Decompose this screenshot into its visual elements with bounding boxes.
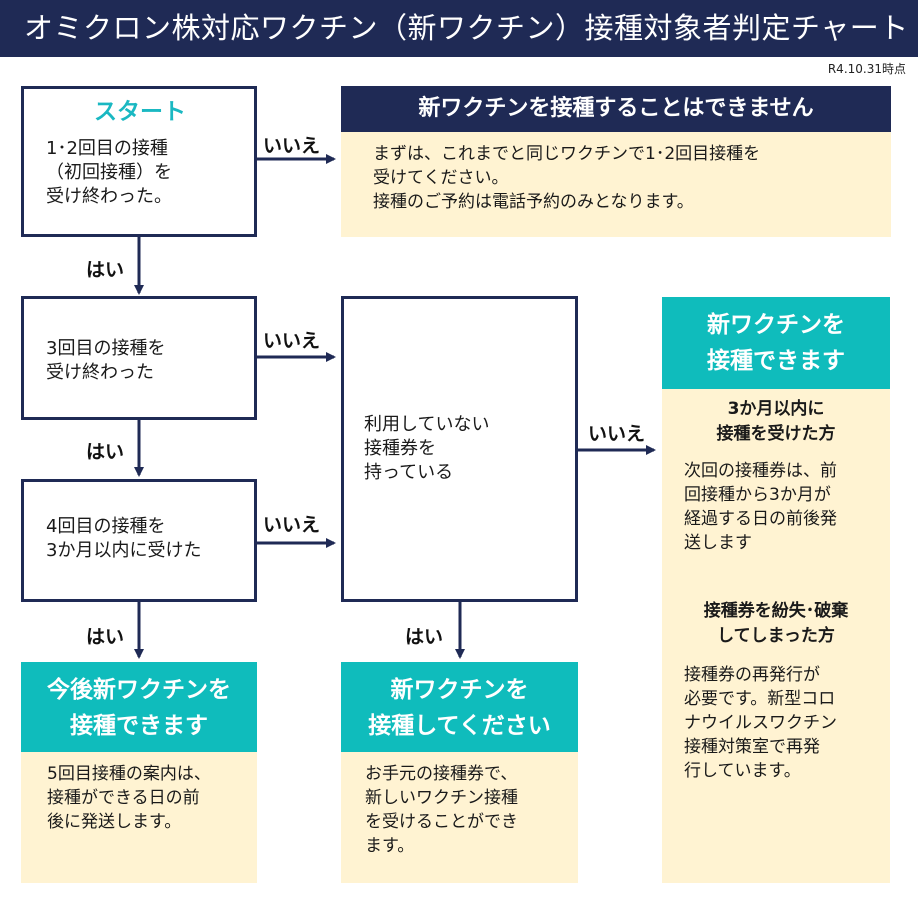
start-label: スタート [94,99,186,125]
q4-box: 4回目の接種を 3か月以内に受けた [21,479,257,602]
right-sub-heading-1: 3か月以内に 接種を受けた方 [716,399,836,444]
right-result-panel: 3か月以内に 接種を受けた方 次回の接種券は、前 回接種から3か月が 経過する日… [662,389,890,883]
right-result-heading: 新ワクチンを 接種できます [662,297,890,389]
future-result-heading: 今後新ワクチンを 接種できます [21,662,257,752]
no-vaccine-heading: 新ワクチンを接種することはできません [341,86,891,132]
now-result-body: お手元の接種券で、 新しいワクチン接種 を受けることができ ます。 [341,752,578,883]
no-label-ticket: いいえ [588,423,646,445]
future-result-body: 5回目接種の案内は、 接種ができる日の前 後に発送します。 [21,752,257,883]
start-question: 1･2回目の接種 （初回接種）を 受け終わった。 [46,138,172,207]
right-body-1: 次回の接種券は、前 回接種から3か月が 経過する日の前後発 送します [684,461,837,553]
page-title: オミクロン株対応ワクチン（新ワクチン）接種対象者判定チャート [0,0,918,57]
yes-label-ticket: はい [405,626,444,648]
right-body-2: 接種券の再発行が 必要です。新型コロ ナウイルスワクチン 接種対策室で再発 行し… [684,665,837,781]
no-vaccine-body: まずは、これまでと同じワクチンで1･2回目接種を 受けてください。 接種のご予約… [341,132,891,237]
yes-label-q3: はい [86,441,125,463]
start-box: スタート 1･2回目の接種 （初回接種）を 受け終わった。 [21,86,257,237]
yes-label-q4: はい [86,626,125,648]
right-sub-heading-2: 接種券を紛失･破棄 してしまった方 [703,601,849,646]
now-result-heading: 新ワクチンを 接種してください [341,662,578,752]
no-label-q3: いいえ [263,330,321,352]
yes-label-start: はい [86,259,125,281]
no-label-start: いいえ [263,135,321,157]
date-stamp: R4.10.31時点 [827,62,906,76]
ticket-box: 利用していない 接種券を 持っている [341,296,578,602]
no-label-q4: いいえ [263,514,321,536]
q3-box: 3回目の接種を 受け終わった [21,296,257,420]
